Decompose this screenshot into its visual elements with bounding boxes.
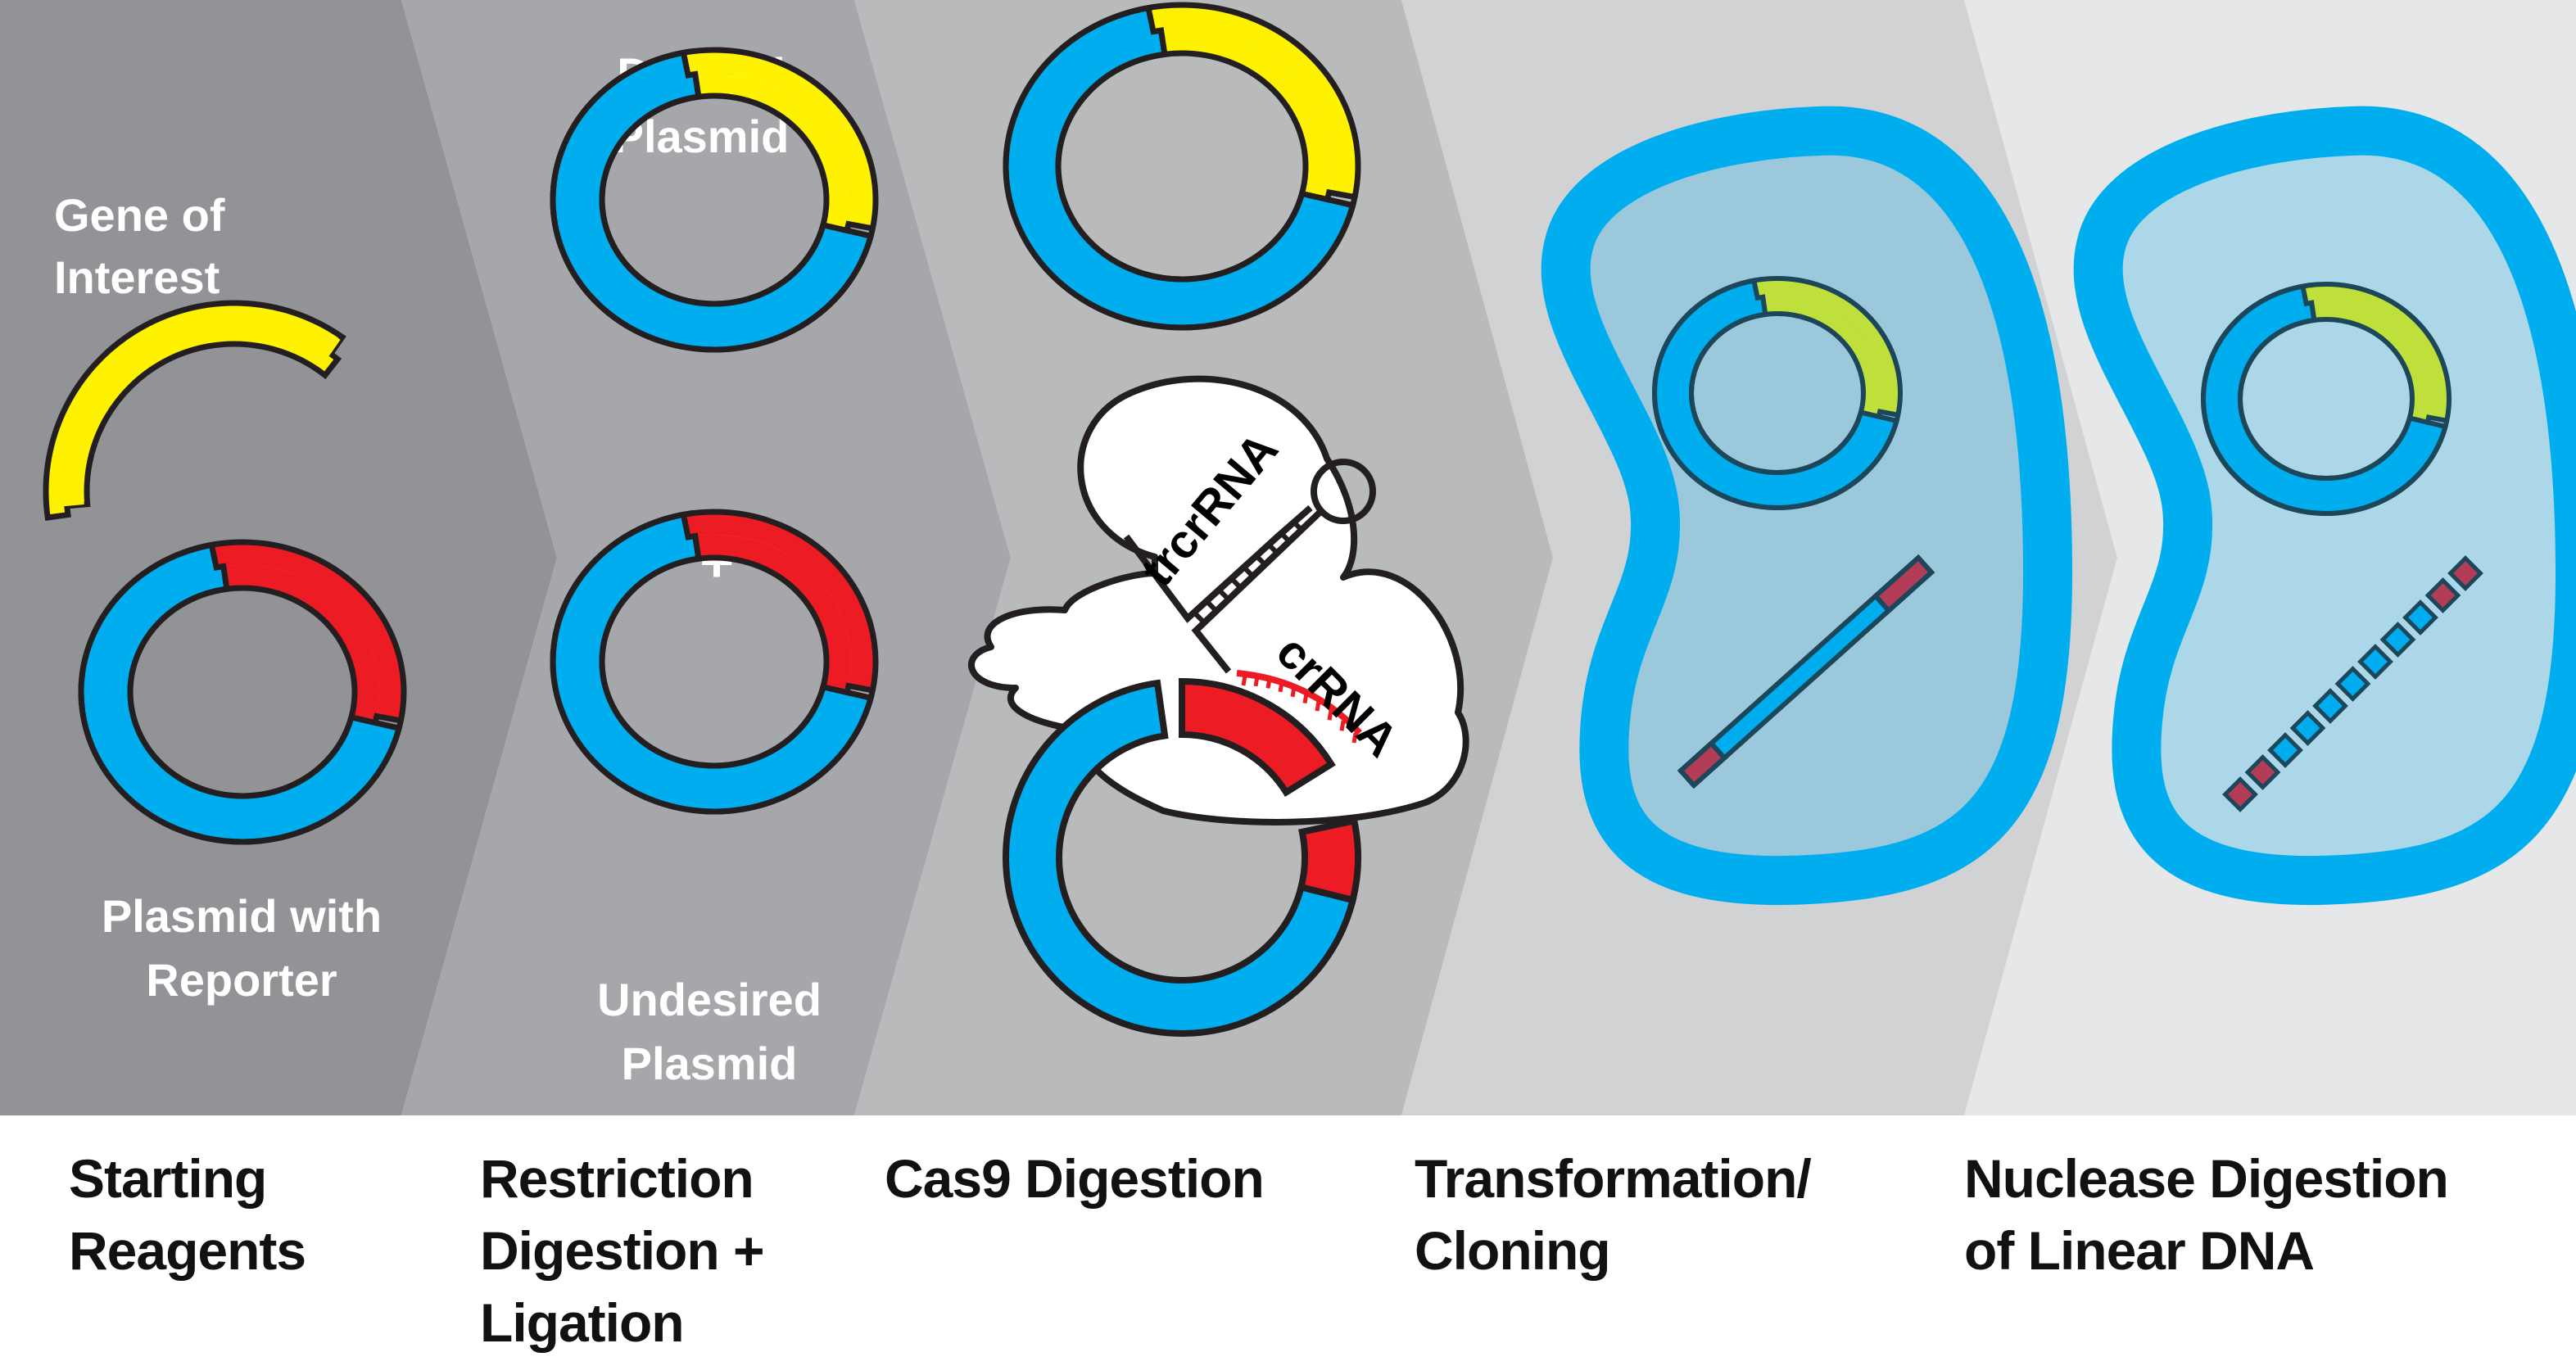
junction-notch [2409, 414, 2447, 426]
plasmid-inner-outline [599, 554, 830, 769]
plasmid-inner-outline [599, 93, 830, 307]
junction-notch [680, 52, 702, 97]
dna-fragment [2334, 666, 2371, 702]
crRNA-tick [1278, 681, 1284, 693]
cut-undesired-plasmid [1003, 677, 1361, 1037]
dna-fragment [2424, 577, 2461, 613]
linear-dna-end-right [1872, 554, 1935, 614]
undesired-plasmid [550, 509, 879, 815]
trcrRNA-hairpin-loop [1311, 459, 1376, 524]
plasmid-outer-outline [78, 539, 407, 845]
cut-reporter-bottom [1297, 816, 1361, 904]
label-line: Undesired [597, 974, 822, 1025]
plasmid-outer-outline [2201, 282, 2452, 516]
caption-nuclease-digestion: Nuclease Digestion of Linear DNA [1964, 1148, 2449, 1281]
dna-fragment [2222, 776, 2258, 812]
junction-notch [1751, 279, 1768, 315]
base-pair-tick [1193, 612, 1207, 625]
base-pair-tick [1255, 554, 1268, 568]
dna-fragment [2379, 622, 2416, 658]
junction-notch [2300, 285, 2317, 321]
label-line: Reporter [146, 954, 337, 1006]
base-pair-tick [1218, 589, 1231, 602]
linear-dna-end-left [1677, 740, 1728, 789]
base-pair-tick [1267, 543, 1280, 556]
junction-notch [680, 513, 702, 559]
cut-reporter-top [1179, 677, 1336, 798]
gene-of-interest-label: Gene of Interest [54, 189, 225, 303]
caption-starting-reagents: Starting Reagents [69, 1148, 306, 1281]
crRNA-tick [1315, 700, 1321, 712]
dna-fragment [2244, 754, 2281, 790]
plasmid-inner-outline [1055, 50, 1309, 283]
insert-inner [1161, 29, 1332, 200]
junction-notch [208, 544, 230, 590]
insert-inner [1763, 296, 1882, 417]
junction-notch [351, 712, 402, 726]
trcrRNA-strand [1123, 504, 1313, 623]
dna-fragment [2289, 710, 2326, 746]
insert-inner [695, 535, 851, 693]
gene-fragment-fill [48, 306, 341, 508]
plasmid-inner-outline [127, 585, 358, 799]
base-pair-tick [1279, 531, 1293, 545]
label-line: Gene of [54, 189, 225, 241]
base-pair-tick [1292, 520, 1305, 533]
plasmid-outer-outline [550, 47, 879, 353]
crRNA-guide-red [1236, 670, 1362, 735]
plasmid-inner-outline [2238, 317, 2415, 481]
caption-transformation-cloning: Transformation/ Cloning [1415, 1148, 1812, 1281]
plasmid-outer-outline [550, 509, 879, 815]
plasmid-with-reporter [78, 539, 407, 845]
dna-fragment [2267, 732, 2303, 768]
insert-inner [223, 564, 379, 723]
plasmid-outer-outline [1003, 2, 1361, 331]
cut-plasmid-backbone [1003, 679, 1357, 1037]
junction-notch [1860, 409, 1899, 420]
junction-notch [822, 682, 874, 696]
gene-of-interest-fragment [43, 300, 346, 521]
crRNA-tick [1253, 676, 1260, 687]
plasmid-outer-outline [1652, 276, 1903, 510]
dna-fragment [2447, 555, 2483, 591]
crRNA-tick [1351, 732, 1358, 744]
bacterial-cell-digested [2073, 106, 2576, 906]
junction-notch [1145, 7, 1168, 55]
crRNA-tick [1265, 678, 1272, 689]
bacterial-cell-transformed [1541, 106, 2072, 906]
dna-fragment [2402, 599, 2438, 636]
dna-fragment [2312, 688, 2348, 724]
label-line: Plasmid with [102, 890, 382, 942]
desired-plasmid [550, 47, 879, 353]
crRNA-tick [1290, 686, 1297, 698]
crRNA-tick [1327, 709, 1333, 721]
plasmid-inner-outline [1689, 311, 1866, 475]
junction-notch [822, 220, 874, 234]
junction-notch [1301, 188, 1356, 203]
base-pair-tick [1243, 566, 1256, 579]
caption-cas9-digestion: Cas9 Digestion [885, 1148, 1265, 1209]
base-pair-tick [1206, 600, 1219, 613]
caption-restriction-ligation: Restriction Digestion + Ligation [480, 1148, 765, 1353]
crRNA-tick [1339, 720, 1346, 731]
insert-inner [695, 73, 851, 231]
dna-fragment [2357, 644, 2393, 680]
label-line: Plasmid [622, 1038, 798, 1089]
base-pair-tick [1230, 577, 1243, 590]
crRNA-tick [1241, 675, 1247, 686]
linear-dna [1677, 554, 1935, 789]
label-line: Interest [54, 251, 220, 303]
insert-inner [2311, 301, 2431, 423]
crRNA-tick [1302, 693, 1309, 704]
cas9-panel-desired-plasmid [1003, 2, 1361, 331]
